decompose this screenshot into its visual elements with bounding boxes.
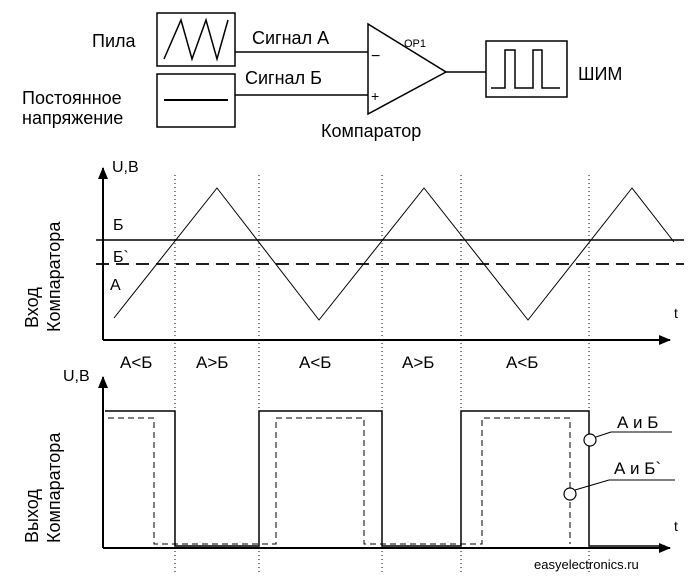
opamp-plus: + [371,88,379,104]
top-y-title-line1: Вход [22,287,42,328]
dc-label-line1: Постоянное [22,88,122,108]
region-label: А<Б [120,353,152,372]
level-b-label: Б [113,217,124,234]
saw-waveform-icon [163,17,229,62]
saw-generator-box [156,12,236,67]
region-label: А>Б [402,353,434,372]
bottom-y-title-line1: Выход [22,489,42,543]
pwm-output-dashed [108,417,571,545]
dc-label-line2: напряжение [22,108,123,128]
legend-solid-label: А и Б [617,413,658,432]
region-label: А<Б [299,353,331,372]
watermark: easyelectronics.ru [534,557,639,572]
region-label: А>Б [196,353,228,372]
top-y-axis-label: U,B [112,159,139,176]
pwm-box [485,40,568,98]
sawtooth-signal-a [113,187,675,321]
block-diagram: Пила Постоянное напряжение Сигнал А Сигн… [22,12,622,141]
legend-leader-dashed [574,479,610,491]
legend-marker-solid [583,433,597,447]
signal-a-label: Сигнал А [252,28,329,48]
pwm-label: ШИМ [578,64,622,84]
comparator-label: Компаратор [321,121,421,141]
bottom-plot: U,B t Выход Компаратора А и Б А и Б` [22,368,678,553]
signal-a-curve-label: А [110,277,121,294]
bottom-y-axis-label: U,B [63,368,90,385]
top-plot: U,B t Вход Компаратора Б Б` А А<Б А>Б А<… [22,159,684,575]
top-t-axis-label: t [674,305,678,321]
bottom-t-axis-label: t [674,518,678,534]
saw-label: Пила [92,31,136,51]
pwm-waveform-icon [491,49,560,89]
legend-dashed-label: А и Б` [614,459,661,478]
opamp-triangle [367,22,448,116]
top-y-title-line2: Компаратора [44,221,64,332]
bottom-y-title-line2: Компаратора [44,432,64,543]
opamp-name: OP1 [404,38,426,50]
legend-marker-dashed [563,487,577,501]
legend-leader-solid [595,431,612,438]
crossing-markers [174,175,590,575]
dc-source-box [156,73,236,128]
opamp-minus: − [371,48,380,65]
pwm-output-solid [105,410,665,547]
level-b-prime-label: Б` [113,249,129,266]
signal-b-label: Сигнал Б [245,68,322,88]
region-label: А<Б [506,353,538,372]
